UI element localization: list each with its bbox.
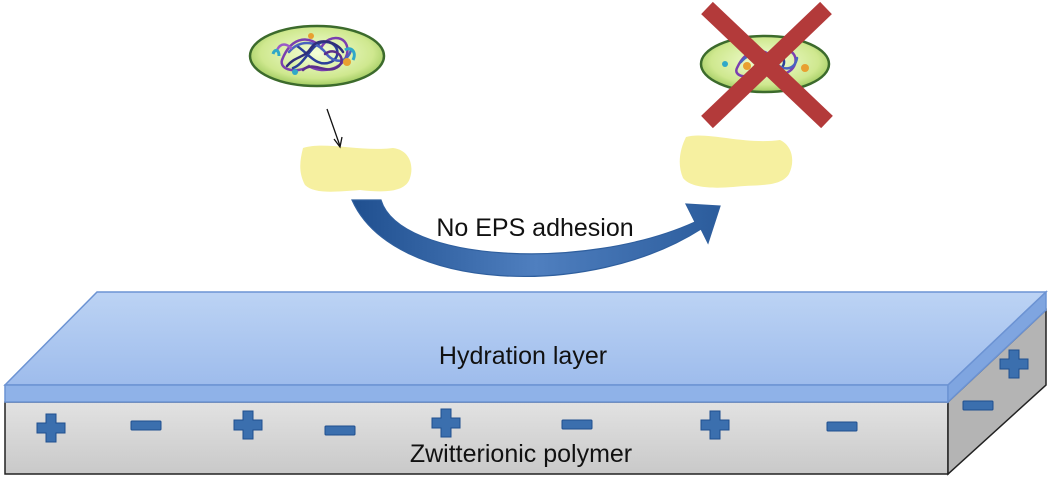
hydration-layer: [3, 290, 1048, 404]
cross-x-icon: [701, 1, 833, 129]
hydration-layer-label: Hydration layer: [439, 342, 607, 370]
charge-plus-icon: [36, 413, 66, 443]
charges-side: [962, 349, 1029, 411]
hydration-top-face: [3, 291, 1048, 386]
eps-blob-right-icon: [679, 135, 793, 188]
arrow-body: [351, 199, 721, 277]
charges-front: [36, 408, 858, 443]
charge-minus-icon: [130, 420, 162, 431]
charge-plus-icon: [999, 349, 1029, 379]
eps-blob-left-icon: [300, 145, 412, 192]
charge-plus-icon: [233, 410, 263, 440]
charge-minus-icon: [826, 421, 858, 432]
charge-minus-icon: [324, 425, 356, 436]
charge-plus-icon: [700, 410, 730, 440]
bacterium-left-icon: [248, 24, 386, 88]
charge-minus-icon: [962, 400, 994, 411]
curved-arrow: [351, 199, 721, 277]
hydration-side-face: [947, 290, 1047, 404]
arrow-caption: No EPS adhesion: [436, 214, 633, 242]
charge-minus-icon: [561, 419, 593, 430]
polymer-label: Zwitterionic polymer: [410, 440, 632, 468]
hydration-front-face: [4, 384, 949, 403]
charge-plus-icon: [431, 408, 461, 438]
pointer-arrow: [326, 108, 343, 149]
